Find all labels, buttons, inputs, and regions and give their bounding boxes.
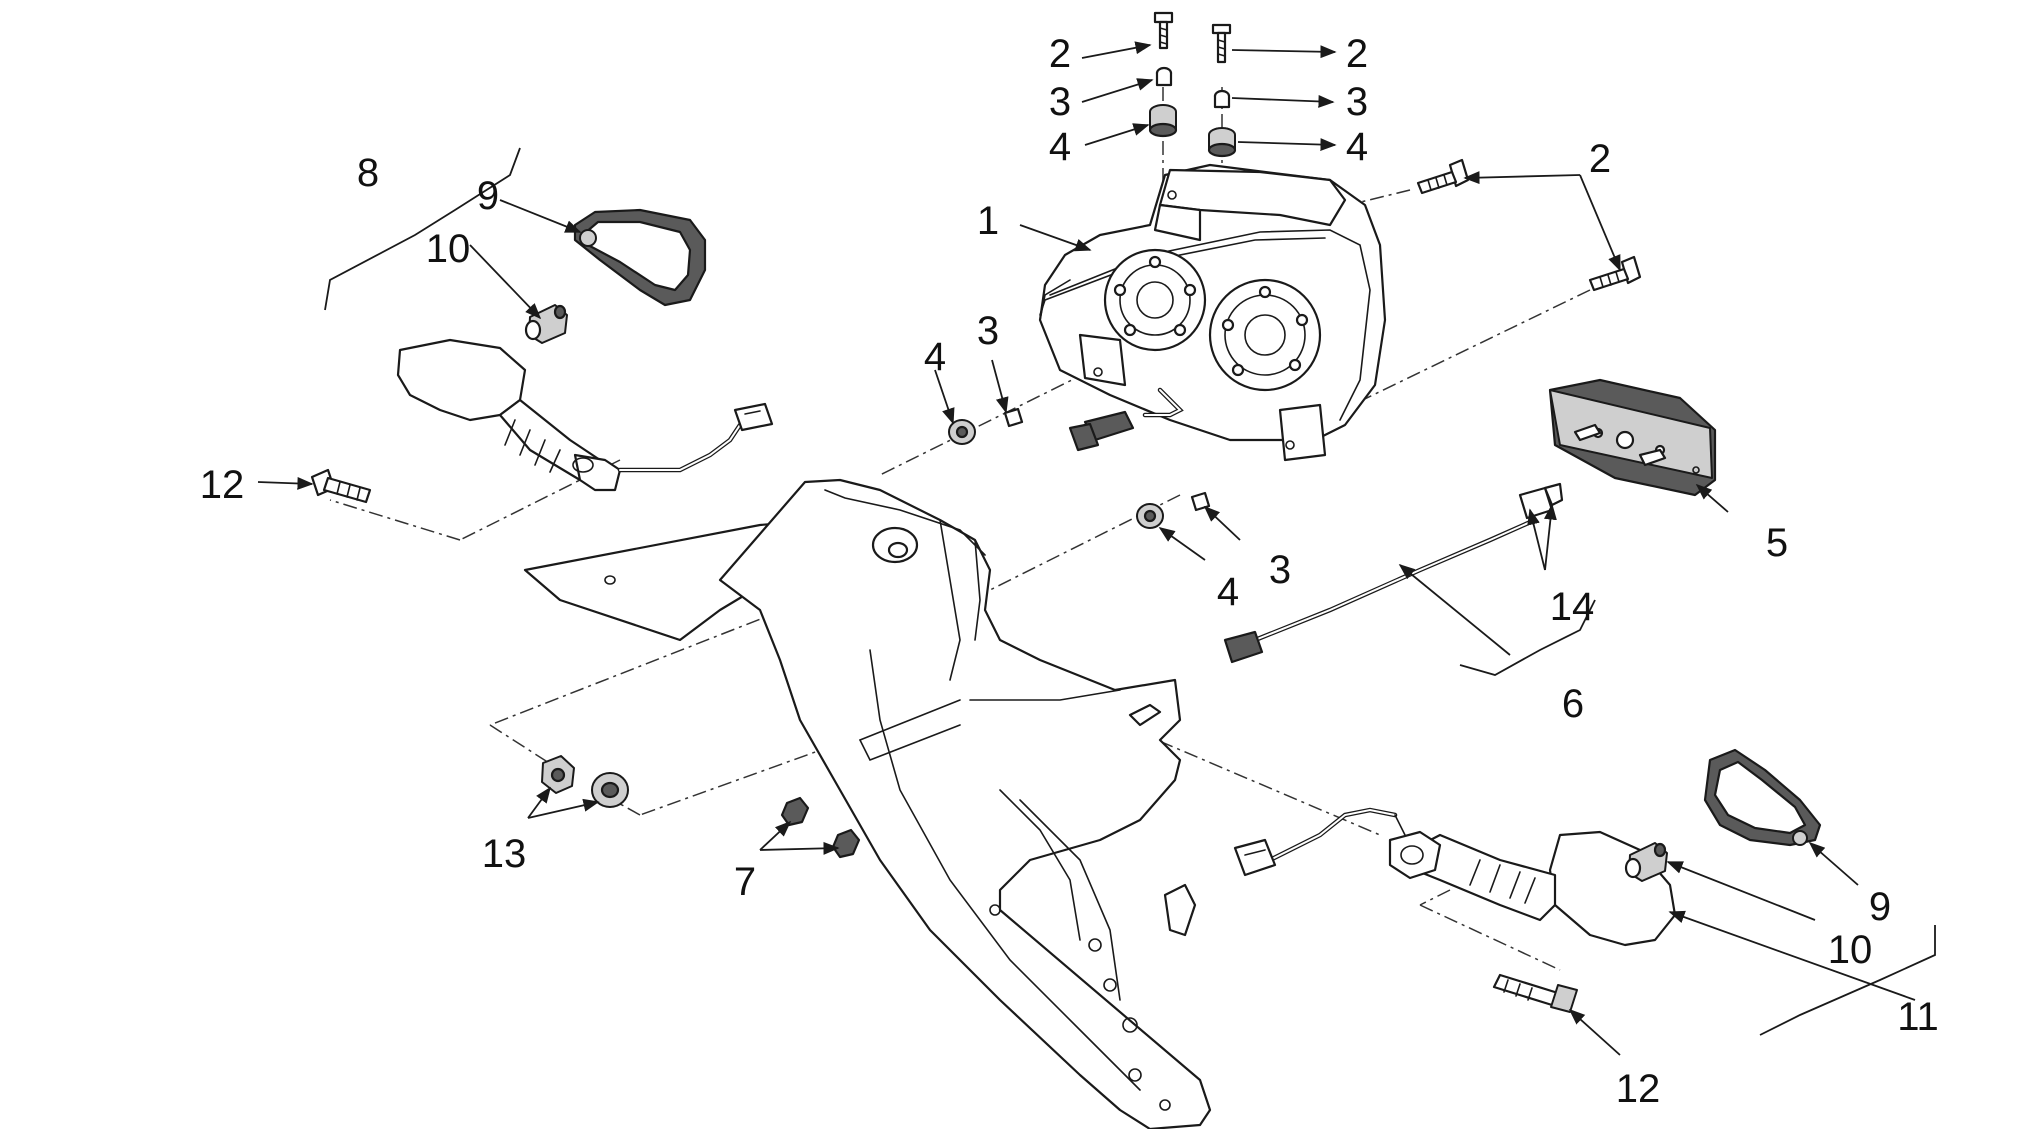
callout-4-lower: 4: [1217, 570, 1239, 614]
right-turn-signal-lens: [1703, 748, 1822, 847]
callout-8: 8: [357, 151, 379, 195]
callout-1: 1: [977, 199, 999, 243]
callout-4-mid: 4: [924, 335, 946, 379]
callout-13: 13: [482, 832, 527, 876]
callout-10-left: 10: [426, 227, 471, 271]
callout-labels: 1 2 2 2 3 3 3 3 4 4 4 4 5 6 7 8 9 9 10 1…: [200, 32, 1939, 1111]
callout-9-right: 9: [1869, 885, 1891, 929]
fasteners: [310, 11, 1642, 1013]
callout-4-top-left: 4: [1049, 125, 1071, 169]
leader-lines: [257, 41, 1916, 1056]
callout-2-top-left: 2: [1049, 32, 1071, 76]
callout-12-left: 12: [200, 463, 245, 507]
callout-14: 14: [1550, 585, 1595, 629]
callout-3-lower: 3: [1269, 548, 1291, 592]
callout-9-left: 9: [477, 174, 499, 218]
tail-light-unit: [1038, 163, 1387, 462]
callout-3-top-left: 3: [1049, 80, 1071, 124]
callout-11: 11: [1897, 995, 1939, 1039]
callout-6: 6: [1562, 682, 1584, 726]
callout-5: 5: [1766, 521, 1788, 565]
right-turn-signal: [1233, 807, 1677, 947]
rear-mudguard: [523, 478, 1212, 1129]
group-brackets: [324, 147, 1936, 1036]
license-plate-light: [1548, 378, 1717, 497]
callout-3-mid: 3: [977, 309, 999, 353]
callout-2-top-right: 2: [1346, 32, 1368, 76]
left-turn-signal-lens: [573, 208, 707, 307]
callout-10-right: 10: [1828, 928, 1873, 972]
callout-2-side: 2: [1589, 137, 1611, 181]
callout-12-right: 12: [1616, 1067, 1661, 1111]
callout-4-top-right: 4: [1346, 125, 1368, 169]
left-turn-signal: [396, 338, 774, 492]
callout-7: 7: [734, 860, 756, 904]
right-bulb: [1624, 842, 1668, 882]
callout-3-top-right: 3: [1346, 80, 1368, 124]
